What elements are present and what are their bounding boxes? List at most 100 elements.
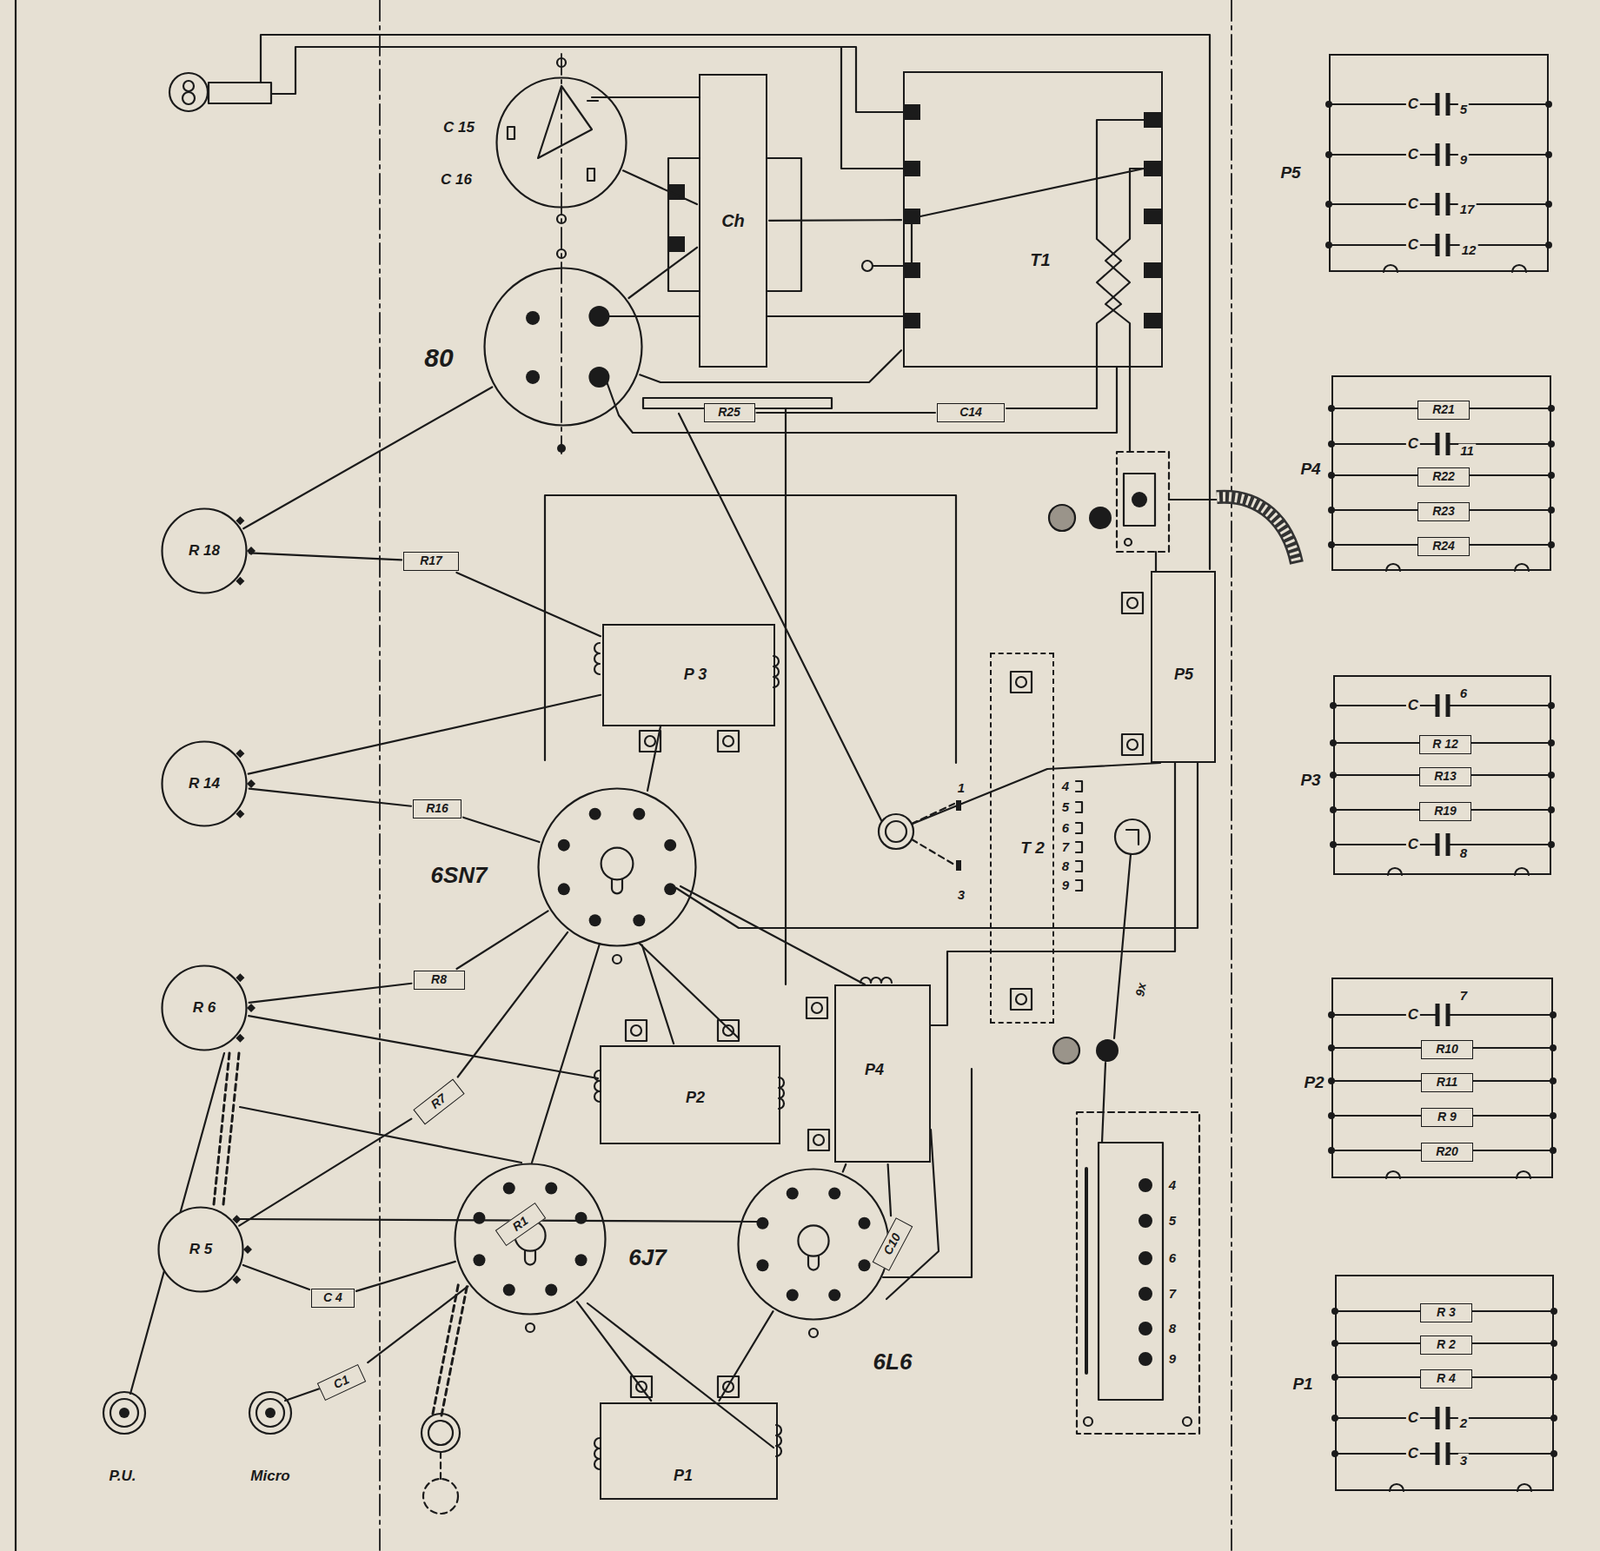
resistor-box: C14 <box>936 403 1005 423</box>
resistor-box: R1 <box>495 1202 546 1247</box>
mains-cable <box>1216 497 1297 564</box>
shielded-cable <box>213 1053 230 1205</box>
pot-terminal <box>235 577 245 586</box>
frame-line <box>14 0 17 1551</box>
tube-socket: 6SN7 <box>537 787 698 948</box>
socket-body <box>538 789 697 947</box>
part-label: C 15 <box>441 119 477 137</box>
resistor-box: R7 <box>412 1078 465 1125</box>
wire <box>647 726 661 791</box>
part-label: 80 <box>422 343 455 372</box>
socket-pin <box>472 1254 485 1267</box>
wire-connector <box>639 350 902 383</box>
component-label: C10 <box>880 1229 905 1259</box>
wire-connector <box>367 1286 468 1363</box>
pin-number: 7 <box>1060 840 1071 856</box>
optional-jack <box>423 1479 459 1514</box>
terminal <box>956 860 962 871</box>
part-label: P5 <box>1172 666 1196 684</box>
socket-pin <box>632 808 645 821</box>
part-label: P2 <box>1301 1074 1326 1093</box>
component-label: R 9 <box>1435 1110 1459 1124</box>
wire-connector <box>456 572 601 637</box>
connector-pin <box>1138 1178 1153 1367</box>
part-label: T 2 <box>1018 839 1046 858</box>
can-slot <box>587 168 595 181</box>
capacitor-label: 2 <box>1458 1416 1469 1432</box>
wire <box>260 34 1210 570</box>
socket-pin <box>575 1212 588 1225</box>
potentiometer-body <box>162 509 247 594</box>
wire <box>1155 551 1157 571</box>
chassis-hole <box>1088 506 1112 530</box>
pin-number: 1 <box>956 781 967 797</box>
wire <box>285 1388 320 1401</box>
component-board: P 3 <box>602 624 776 727</box>
transformer-pins <box>1075 781 1083 891</box>
potentiometer-body <box>159 1208 244 1293</box>
capacitor-label: C <box>1406 1007 1421 1024</box>
capacitor-label: 6 <box>1458 686 1469 702</box>
socket-pin <box>544 1181 558 1195</box>
solder-point <box>1325 100 1558 1458</box>
wire <box>531 943 600 1163</box>
resistor-box: R22 <box>1417 467 1470 487</box>
pot-terminal <box>235 749 245 758</box>
component-label: R20 <box>1434 1145 1461 1159</box>
socket-pin <box>663 839 677 852</box>
pilot-lamp <box>878 814 914 850</box>
tube-socket-outline <box>453 1162 607 1316</box>
tube-socket-outline <box>736 1168 890 1322</box>
wire-connector <box>239 1119 412 1227</box>
output-transformer: T1 <box>902 71 1163 368</box>
socket-pin <box>182 92 195 105</box>
socket-pin <box>544 1284 558 1297</box>
wire <box>910 224 913 263</box>
part-label: P2 <box>683 1089 707 1108</box>
mount-hole <box>809 1328 818 1338</box>
wire <box>638 942 739 1039</box>
capacitor-label: 17 <box>1458 202 1477 218</box>
socket-pin <box>183 80 194 92</box>
component-label: R 4 <box>1434 1372 1458 1386</box>
wire-connector <box>642 945 674 1044</box>
socket-pin <box>632 914 645 927</box>
pin-number: 4 <box>1060 779 1071 795</box>
component-label: R23 <box>1430 504 1457 518</box>
capacitor-label: C <box>1406 1410 1421 1428</box>
resistor-box: R17 <box>403 551 459 571</box>
tab-hole <box>630 597 1138 1393</box>
component-label: R16 <box>424 802 451 816</box>
capacitor-label: C <box>1406 436 1421 453</box>
potentiometer: R 5 <box>157 1206 245 1294</box>
socket-body <box>738 1169 890 1321</box>
chassis-hole <box>1048 504 1076 532</box>
capacitor-label: C <box>1406 836 1421 854</box>
pot-terminal <box>235 809 245 819</box>
resistor-box: R20 <box>1420 1142 1474 1162</box>
fuse-holder <box>1123 473 1156 526</box>
component-label: R10 <box>1434 1042 1461 1056</box>
part-label: P4 <box>863 1062 886 1080</box>
panel-notch <box>1383 265 1532 1492</box>
board-detail: P5 <box>1328 53 1549 273</box>
part-label: C 16 <box>438 172 474 189</box>
wire-connector <box>463 817 540 843</box>
can-slot <box>507 126 515 140</box>
fuse-holder <box>1131 491 1148 508</box>
pin-number: 7 <box>1167 1287 1178 1302</box>
wire <box>439 1452 442 1480</box>
fuse-holder <box>1124 538 1132 546</box>
mount-hole <box>557 249 566 259</box>
socket-pin <box>588 366 610 388</box>
socket-pin <box>575 1254 588 1267</box>
mount-hole <box>557 214 566 224</box>
socket-pin <box>525 370 540 385</box>
socket-pin <box>503 1284 516 1297</box>
resistor-box: R10 <box>1420 1040 1474 1060</box>
tube-socket-outline <box>537 787 698 948</box>
capacitor-label: C <box>1406 237 1421 254</box>
wire <box>544 495 957 764</box>
board-detail: P1R 3R 2R 4 <box>1334 1274 1554 1492</box>
socket-pin <box>557 882 571 896</box>
